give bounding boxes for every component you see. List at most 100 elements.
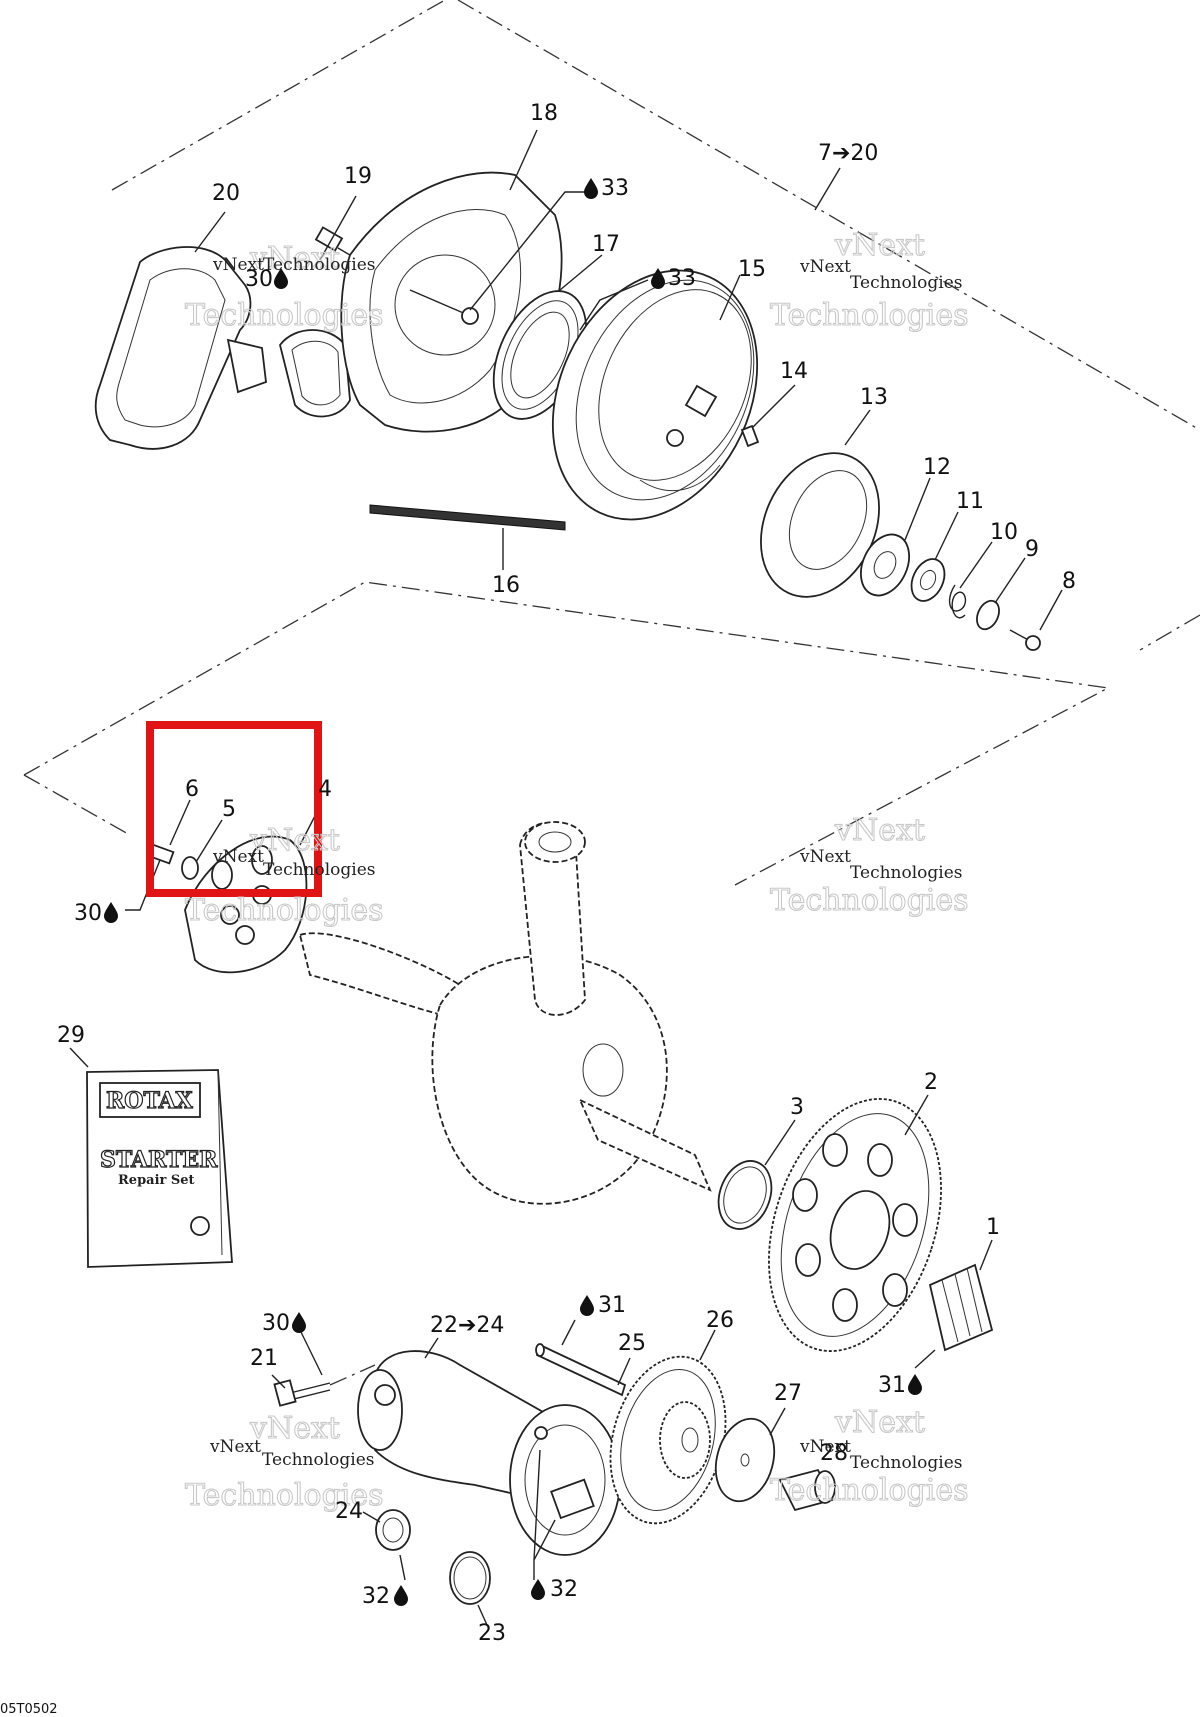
oil-drop-icon bbox=[104, 902, 118, 923]
svg-text:32: 32 bbox=[550, 1577, 578, 1602]
svg-text:vNext: vNext bbox=[249, 241, 340, 276]
callout-33-top: 33 bbox=[584, 176, 629, 201]
screw-part-21 bbox=[271, 1329, 376, 1407]
watermark-bottom-right: vNext Technologies vNext Technologies bbox=[769, 1404, 969, 1508]
svg-text:33: 33 bbox=[601, 176, 629, 201]
svg-text:Technologies: Technologies bbox=[263, 255, 376, 275]
watermark-top-right: vNext Technologies vNext Technologies bbox=[769, 227, 969, 333]
callout-27: 27 bbox=[774, 1381, 802, 1406]
callout-3: 3 bbox=[790, 1095, 804, 1120]
washer-part-5 bbox=[181, 819, 223, 880]
leader-30-upper bbox=[125, 859, 161, 911]
rewind-cover-part-20 bbox=[94, 246, 267, 450]
svg-text:Technologies: Technologies bbox=[770, 298, 969, 333]
needle-bearing-part-1 bbox=[914, 1239, 994, 1369]
highlight-box bbox=[146, 721, 322, 897]
watermark-middle-right: vNext Technologies vNext Technologies bbox=[769, 812, 969, 918]
callout-32-left: 32 bbox=[362, 1584, 408, 1609]
svg-text:vNext: vNext bbox=[834, 228, 925, 263]
shaft-part-25 bbox=[535, 1319, 631, 1397]
oil-drop-icon bbox=[274, 268, 288, 289]
manual-brand: ROTAX bbox=[106, 1088, 194, 1114]
callout-8: 8 bbox=[1062, 569, 1076, 594]
svg-text:Technologies: Technologies bbox=[262, 1450, 375, 1470]
svg-text:Technologies: Technologies bbox=[770, 883, 969, 918]
callout-15: 15 bbox=[738, 257, 766, 282]
callout-12: 12 bbox=[923, 455, 951, 480]
svg-text:32: 32 bbox=[362, 1584, 390, 1609]
callout-19: 19 bbox=[344, 164, 372, 189]
screw-part-8 bbox=[1009, 589, 1063, 651]
callout-24: 24 bbox=[335, 1499, 363, 1524]
svg-text:vNext: vNext bbox=[212, 847, 264, 867]
callout-7-20: 7➔20 bbox=[818, 141, 878, 166]
callout-1: 1 bbox=[986, 1215, 1000, 1240]
oil-drop-icon bbox=[531, 1579, 545, 1600]
callout-6: 6 bbox=[185, 777, 199, 802]
manual-title: STARTER bbox=[100, 1147, 218, 1173]
callout-28: 28 bbox=[820, 1441, 848, 1466]
callout-22-24: 22➔24 bbox=[430, 1313, 504, 1338]
washer-part-9 bbox=[976, 557, 1026, 631]
washer-part-27 bbox=[714, 1407, 786, 1503]
callout-9: 9 bbox=[1025, 537, 1039, 562]
drawing-code: 05T0502 bbox=[0, 1702, 58, 1717]
svg-text:Technologies: Technologies bbox=[770, 1473, 969, 1508]
svg-text:31: 31 bbox=[598, 1293, 626, 1318]
svg-text:vNext: vNext bbox=[249, 1411, 340, 1446]
svg-text:vNext: vNext bbox=[249, 823, 340, 858]
rope-pulley-part-15 bbox=[551, 269, 759, 521]
oil-drop-icon bbox=[292, 1312, 306, 1333]
svg-text:vNext: vNext bbox=[212, 255, 264, 275]
oil-seal-part-24 bbox=[362, 1509, 411, 1581]
oil-drop-icon bbox=[394, 1585, 408, 1606]
bushing-part-28 bbox=[778, 1468, 836, 1512]
callout-30-bottom: 30 bbox=[262, 1311, 306, 1336]
callout-30-middle: 30 bbox=[74, 901, 118, 926]
callout-32-right: 32 bbox=[531, 1577, 578, 1602]
callout-31-bottom: 31 bbox=[878, 1373, 922, 1398]
callout-33-middle: 33 bbox=[651, 266, 696, 291]
svg-text:vNext: vNext bbox=[834, 1405, 925, 1440]
svg-text:Technologies: Technologies bbox=[850, 863, 963, 883]
callout-16: 16 bbox=[492, 573, 520, 598]
svg-text:Technologies: Technologies bbox=[185, 1478, 384, 1513]
svg-text:Technologies: Technologies bbox=[185, 298, 384, 333]
leader-lines-upper bbox=[194, 129, 841, 331]
callout-2: 2 bbox=[924, 1070, 938, 1095]
callout-13: 13 bbox=[860, 385, 888, 410]
svg-text:30: 30 bbox=[74, 901, 102, 926]
svg-text:vNext: vNext bbox=[834, 813, 925, 848]
callout-4: 4 bbox=[318, 777, 332, 802]
svg-text:30: 30 bbox=[245, 267, 273, 292]
upper-assembly-boundary bbox=[111, 0, 1200, 651]
o-ring-part-23 bbox=[449, 1551, 491, 1626]
intermediate-gear-part-26 bbox=[609, 1329, 727, 1525]
svg-text:vNext: vNext bbox=[209, 1437, 261, 1457]
lower-assembly-boundary bbox=[23, 581, 1111, 886]
repair-manual-part-29 bbox=[69, 1047, 233, 1268]
trigger-wheel-part-4 bbox=[184, 809, 319, 974]
svg-text:Technologies: Technologies bbox=[850, 273, 963, 293]
crankshaft bbox=[298, 821, 712, 1205]
callout-11: 11 bbox=[956, 489, 984, 514]
spring-washer-part-12 bbox=[860, 477, 931, 597]
svg-text:Technologies: Technologies bbox=[185, 893, 384, 928]
svg-text:30: 30 bbox=[262, 1311, 290, 1336]
svg-text:Technologies: Technologies bbox=[263, 860, 376, 880]
callout-14: 14 bbox=[780, 359, 808, 384]
watermark-middle-left: vNext Technologies vNext Technologies bbox=[184, 822, 384, 928]
oil-drop-icon bbox=[908, 1374, 922, 1395]
callout-25: 25 bbox=[618, 1331, 646, 1356]
svg-text:33: 33 bbox=[668, 266, 696, 291]
callout-20: 20 bbox=[212, 181, 240, 206]
watermark-bottom-left: vNext Technologies vNext Technologies bbox=[184, 1410, 384, 1513]
callout-26: 26 bbox=[706, 1308, 734, 1333]
callout-30-top: 30 bbox=[245, 267, 288, 292]
pawl-part-14 bbox=[740, 384, 796, 448]
callout-18: 18 bbox=[530, 101, 558, 126]
starter-gear-part-2 bbox=[768, 1094, 942, 1352]
screw-part-6 bbox=[147, 799, 191, 865]
watermark-top-left: vNext Technologies vNext Technologies bbox=[184, 240, 384, 333]
